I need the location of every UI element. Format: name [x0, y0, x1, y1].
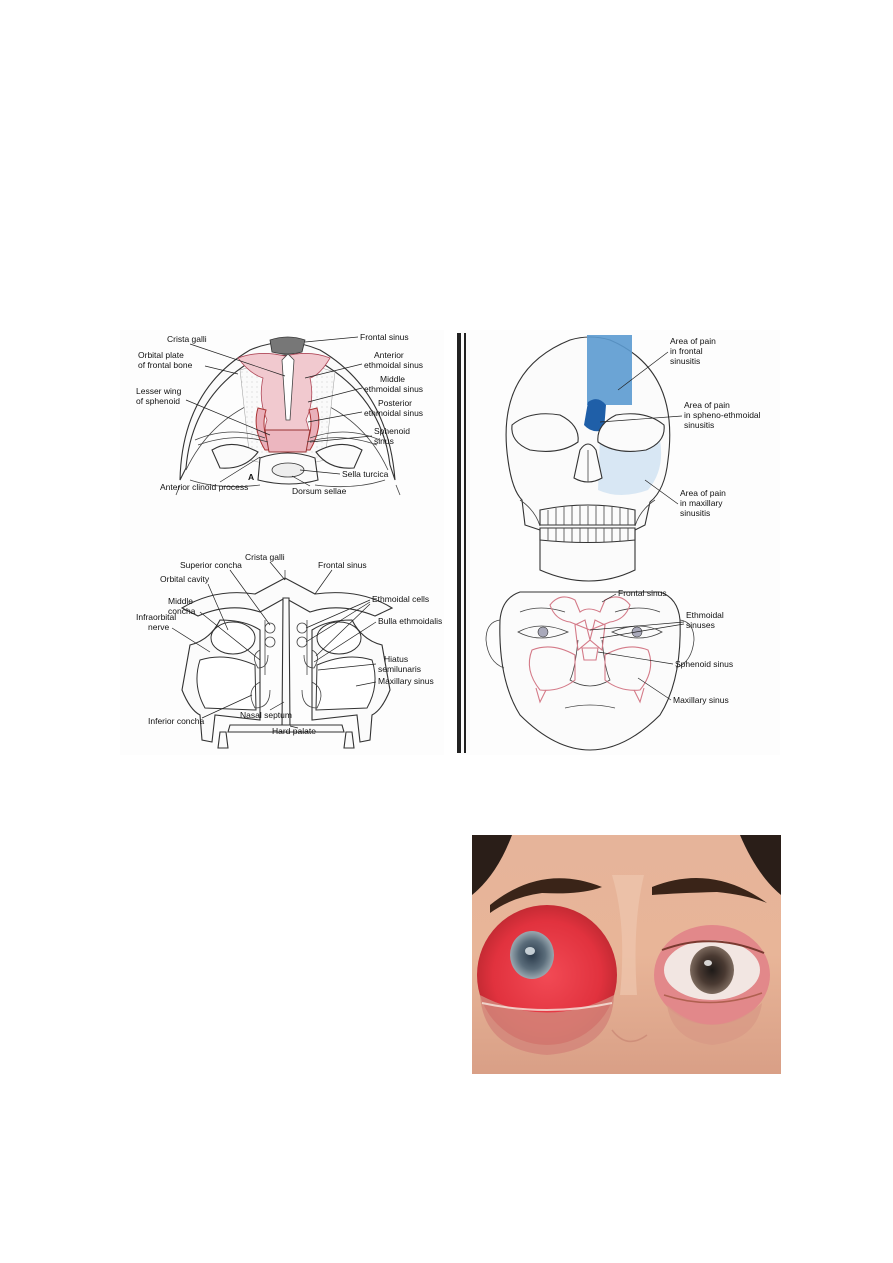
label-inferior-concha: Inferior concha — [148, 716, 204, 726]
label-frontal-pain-1: Area of pain — [670, 336, 716, 346]
label-orbital-plate-2: of frontal bone — [138, 360, 193, 370]
label-frontal-sinus-d: Frontal sinus — [618, 588, 667, 598]
panel-d-face — [485, 591, 695, 751]
label-middle-ethmoidal-2: ethmoidal sinus — [364, 384, 423, 394]
swollen-lower-lid — [480, 995, 614, 1055]
label-infraorbital-2: nerve — [148, 622, 170, 632]
label-frontal-sinus-b: Frontal sinus — [318, 560, 367, 570]
label-anterior-ethmoidal-2: ethmoidal sinus — [364, 360, 423, 370]
label-hiatus-1: Hiatus — [384, 654, 408, 664]
label-nasal-septum: Nasal septum — [240, 710, 292, 720]
panel-a-skull-base — [175, 336, 401, 496]
hair-right — [740, 835, 781, 895]
label-bulla-ethmoidalis: Bulla ethmoidalis — [378, 616, 442, 626]
label-ethmoidal-2: sinuses — [686, 620, 715, 630]
label-hiatus-2: semilunaris — [378, 664, 421, 674]
label-sphenoid-sinus-a-1: Sphenoid — [374, 426, 410, 436]
label-middle-concha-2: concha — [168, 606, 196, 616]
nose-bridge — [612, 875, 644, 995]
panel-a-letter: A — [248, 472, 254, 482]
label-sphenoid-sinus-a-2: sinus — [374, 436, 394, 446]
label-maxillary-pain-2: in maxillary — [680, 498, 723, 508]
label-maxillary-pain-1: Area of pain — [680, 488, 726, 498]
panel-divider — [457, 333, 466, 753]
label-anterior-ethmoidal-1: Anterior — [374, 350, 404, 360]
label-lesser-wing-1: Lesser wing — [136, 386, 182, 396]
label-sella-turcica: Sella turcica — [342, 469, 389, 479]
normal-iris — [690, 946, 734, 994]
sinus-anatomy-figure: Crista galli Frontal sinus Orbital plate… — [120, 330, 780, 755]
label-crista-galli-a: Crista galli — [167, 334, 207, 344]
label-infraorbital-1: Infraorbital — [136, 612, 176, 622]
label-middle-ethmoidal-1: Middle — [380, 374, 405, 384]
panel-a-labels: Crista galli Frontal sinus Orbital plate… — [136, 332, 423, 496]
label-spheno-pain-3: sinusitis — [684, 420, 714, 430]
label-orbital-plate-1: Orbital plate — [138, 350, 184, 360]
label-posterior-ethmoidal-1: Posterior — [378, 398, 412, 408]
label-posterior-ethmoidal-2: ethmoidal sinus — [364, 408, 423, 418]
label-sphenoid-sinus-d: Sphenoid sinus — [675, 659, 733, 669]
label-spheno-pain-2: in spheno-ethmoidal — [684, 410, 761, 420]
label-middle-concha-1: Middle — [168, 596, 193, 606]
label-ethmoidal-cells: Ethmoidal cells — [372, 594, 429, 604]
spheno-ethmoidal-pain-area — [584, 399, 606, 432]
hair-left — [472, 835, 512, 895]
label-crista-galli-b: Crista galli — [245, 552, 285, 562]
label-hard-palate: Hard palate — [272, 726, 316, 736]
label-dorsum-sellae: Dorsum sellae — [292, 486, 347, 496]
label-ethmoidal-1: Ethmoidal — [686, 610, 724, 620]
label-maxillary-pain-3: sinusitis — [680, 508, 710, 518]
eyebrow-left-side — [652, 878, 767, 903]
panel-d-labels: Frontal sinus Ethmoidal sinuses Sphenoid… — [589, 588, 733, 705]
label-maxillary-sinus-d: Maxillary sinus — [673, 695, 729, 705]
label-superior-concha: Superior concha — [180, 560, 242, 570]
panel-c-labels: Area of pain in frontal sinusitis Area o… — [599, 336, 761, 518]
label-anterior-clinoid: Anterior clinoid process — [160, 482, 248, 492]
label-frontal-pain-2: in frontal — [670, 346, 703, 356]
label-maxillary-sinus-b: Maxillary sinus — [378, 676, 434, 686]
label-frontal-pain-3: sinusitis — [670, 356, 700, 366]
panel-c-skull-front — [505, 335, 671, 582]
frontal-pain-area — [587, 335, 632, 405]
label-orbital-cavity: Orbital cavity — [160, 574, 210, 584]
label-spheno-pain-1: Area of pain — [684, 400, 730, 410]
panel-b-labels: Superior concha Crista galli Frontal sin… — [136, 552, 442, 736]
label-frontal-sinus-a: Frontal sinus — [360, 332, 409, 342]
cloudy-iris — [510, 931, 554, 979]
label-lesser-wing-2: of sphenoid — [136, 396, 180, 406]
orbital-cellulitis-photo — [472, 835, 781, 1074]
eyebrow-right-side — [490, 878, 602, 913]
